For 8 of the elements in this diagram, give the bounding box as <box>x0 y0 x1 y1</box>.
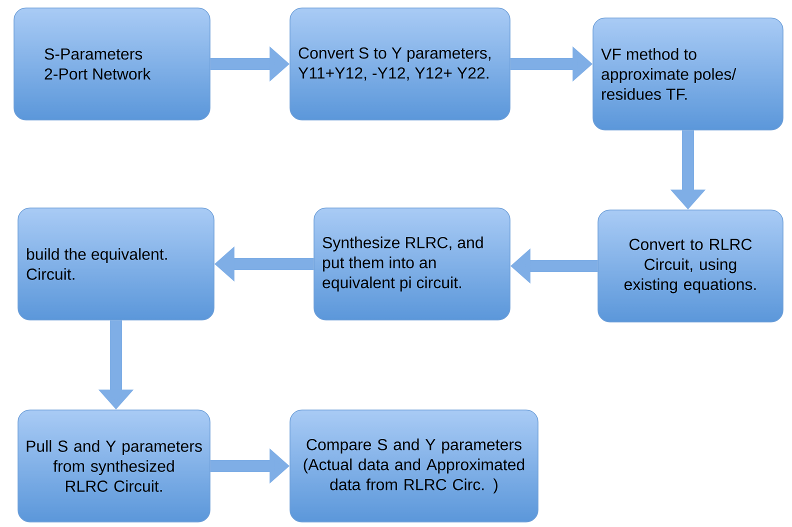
process-box: Compare S and Y parameters (Actual data and Approximated data from RLRC Circ. ) <box>290 410 538 522</box>
process-box: Synthesize RLRC, and put them into an equivalent pi circuit. <box>314 208 510 320</box>
process-box: Convert to RLRC Circuit, using existing equations. <box>598 210 784 322</box>
process-box: Pull S and Y parameters from synthesized RLRC Circuit. <box>18 410 210 522</box>
process-box: Convert S to Y parameters, Y11+Y12, -Y12, Y12+ Y22. <box>290 8 510 120</box>
process-box: VF method to approximate poles/ residues TF. <box>592 18 784 130</box>
process-box: build the equivalent. Circuit. <box>18 208 214 320</box>
process-box: S-Parameters 2-Port Network <box>14 8 210 120</box>
